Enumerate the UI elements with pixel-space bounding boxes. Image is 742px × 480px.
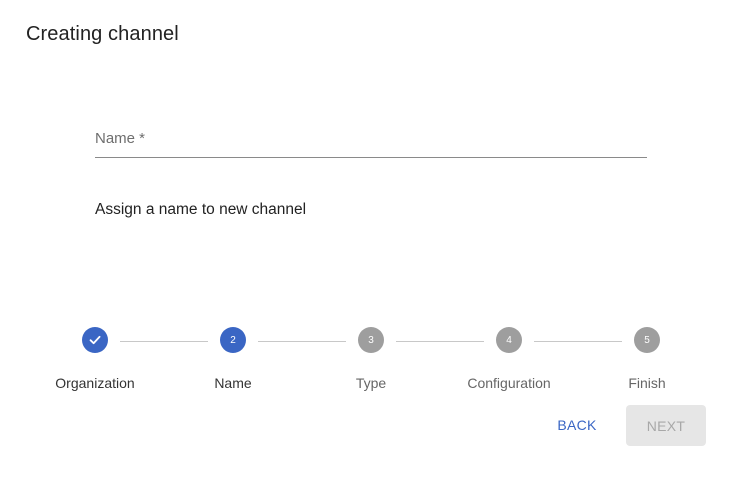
step-1-circle [82,327,108,353]
back-button[interactable]: BACK [544,406,610,444]
name-field-underline [95,157,647,158]
step-4-label: Configuration [467,375,551,391]
step-connector [534,341,622,342]
check-icon [89,335,101,345]
step-2-label: Name [214,375,252,391]
name-input[interactable] [95,128,647,156]
step-2-circle: 2 [220,327,246,353]
step-3-label: Type [355,375,387,391]
step-connector [396,341,484,342]
step-1-label: Organization [55,375,135,391]
name-field[interactable]: Name * [95,128,647,158]
step-3-circle: 3 [358,327,384,353]
step-connector [258,341,346,342]
step-5-circle: 5 [634,327,660,353]
dialog-title: Creating channel [26,23,179,45]
stepper: Organization 2 Name 3 Type 4 Configurati… [0,327,742,397]
step-5-label: Finish [628,375,666,391]
name-hint-text: Assign a name to new channel [95,201,307,218]
step-connector [120,341,208,342]
step-4-circle: 4 [496,327,522,353]
next-button[interactable]: NEXT [626,405,706,446]
